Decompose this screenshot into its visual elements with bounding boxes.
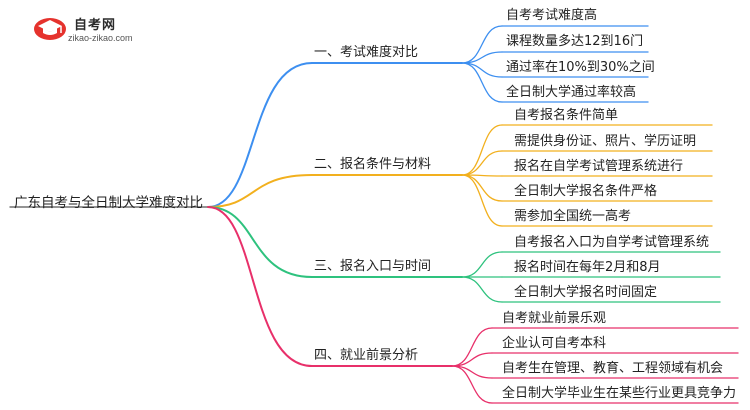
leaf-3-2: 报名时间在每年2月和8月 — [514, 260, 661, 275]
leaf-connector-4-4 — [451, 365, 493, 404]
leaf-connector-1-4 — [461, 62, 503, 103]
leaf-3-3: 全日制大学报名时间固定 — [514, 285, 658, 300]
leaf-1-3: 通过率在10%到30%之间 — [506, 60, 655, 75]
leaf-4-4: 全日制大学毕业生在某些行业更具竞争力 — [502, 386, 737, 401]
leaf-connector-2-5 — [461, 174, 503, 227]
branch-entry-time: 三、报名入口与时间 — [314, 259, 432, 274]
leaf-2-2: 需提供身份证、照片、学历证明 — [514, 134, 697, 149]
branch-registration: 二、报名条件与材料 — [314, 157, 432, 172]
branch-connector-1 — [207, 62, 313, 208]
leaf-4-1: 自考就业前景乐观 — [502, 311, 607, 326]
logo-title: 自考网 — [74, 18, 117, 33]
leaf-connector-2-4 — [461, 174, 503, 202]
leaf-connector-4-1 — [451, 327, 493, 367]
leaf-3-1: 自考报名入口为自学考试管理系统 — [514, 235, 710, 250]
branch-employment: 四、就业前景分析 — [314, 348, 419, 363]
leaf-connector-2-1 — [461, 124, 503, 176]
branch-connector-2 — [207, 174, 313, 208]
leaf-connector-1-3 — [461, 62, 503, 78]
leaf-4-3: 自考生在管理、教育、工程领域有机会 — [502, 361, 724, 376]
leaf-connector-3-3 — [461, 276, 503, 303]
branch-connector-4 — [207, 206, 313, 367]
leaf-2-1: 自考报名条件简单 — [514, 108, 619, 123]
leaf-2-3: 报名在自学考试管理系统进行 — [514, 159, 684, 174]
root-node: 广东自考与全日制大学难度对比 — [14, 195, 203, 211]
leaf-2-4: 全日制大学报名条件严格 — [514, 184, 658, 199]
leaf-1-4: 全日制大学通过率较高 — [506, 85, 637, 100]
leaf-1-2: 课程数量多达12到16门 — [506, 34, 644, 49]
site-logo[interactable]: 自考网 zikao-zikao.com — [32, 10, 152, 50]
branch-exam-difficulty: 一、考试难度对比 — [314, 45, 419, 60]
logo-subtitle: zikao-zikao.com — [68, 33, 133, 43]
leaf-4-2: 企业认可自考本科 — [502, 336, 607, 351]
leaf-connector-2-2 — [461, 150, 503, 176]
leaf-2-5: 需参加全国统一高考 — [514, 209, 632, 224]
leaf-1-1: 自考考试难度高 — [506, 8, 598, 23]
graduation-cap-icon — [34, 18, 66, 40]
branch-connector-3 — [207, 206, 313, 278]
leaf-connector-3-1 — [461, 251, 503, 278]
leaf-connector-4-2 — [451, 352, 493, 367]
leaf-connector-1-1 — [461, 25, 503, 64]
